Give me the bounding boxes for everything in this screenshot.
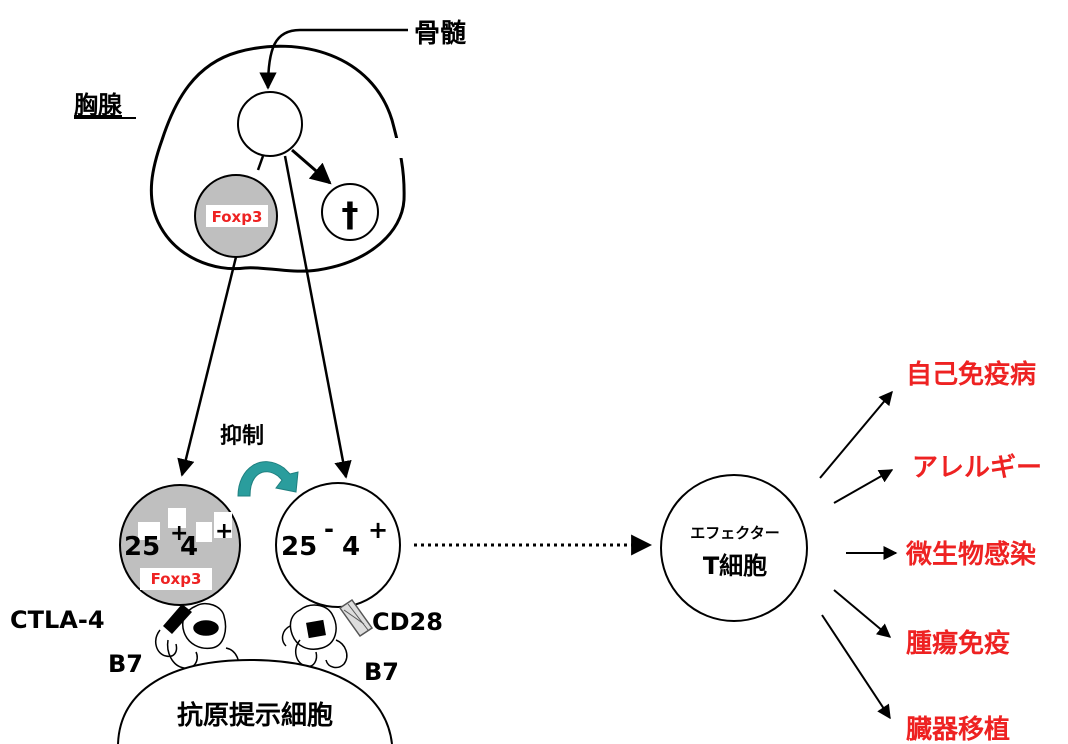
- apoptotic-cell: [321, 183, 379, 241]
- treg-cd4-sign: +: [215, 519, 233, 544]
- dagger-symbol: †: [342, 195, 359, 235]
- effector-label-line1: エフェクター: [690, 524, 779, 542]
- effector-t-cell: [660, 474, 808, 622]
- antigen-presenting-cell: [117, 658, 393, 744]
- suppression-label: 抑制: [220, 424, 264, 449]
- effector-label-line2: T細胞: [703, 552, 767, 580]
- b7-ligand-left: [154, 602, 240, 674]
- thymus-label: 胸腺: [74, 91, 123, 119]
- foxp3-thymus-box: [206, 205, 268, 227]
- foxp3-thymus-label: Foxp3: [212, 208, 263, 226]
- b7-right-label: B7: [364, 658, 399, 686]
- treg-patch: [138, 522, 160, 540]
- apoptosis-arrow: [291, 148, 332, 185]
- treg-cd25: 25: [124, 532, 160, 562]
- ctla4-receptor: [163, 604, 192, 634]
- treg-patch: [214, 512, 232, 538]
- treg-export-arrow: [177, 256, 238, 477]
- conventional-t-cell: [275, 482, 401, 608]
- outcome-label: 臓器移植: [905, 715, 1010, 744]
- outcome-label: 微生物感染: [905, 539, 1036, 570]
- bone-marrow-label: 骨髄: [414, 19, 466, 49]
- foxp3-treg-box: [140, 568, 212, 590]
- tconv-cd4-sign: +: [368, 516, 388, 544]
- tconv-cd25: 25: [281, 532, 317, 562]
- precursor-to-foxp3-line: [256, 155, 265, 171]
- ctla4-label: CTLA-4: [10, 606, 105, 634]
- bone-marrow-arrow: [259, 28, 408, 90]
- outcome-arrow-2: [833, 469, 894, 504]
- outcome-arrow-1: [819, 390, 893, 479]
- tconv-cd25-sign: -: [324, 515, 334, 543]
- precursor-cell: [237, 91, 303, 157]
- cd28-label: CD28: [372, 608, 443, 636]
- b7-ligand-right: [281, 604, 348, 669]
- tconv-export-arrow: [283, 155, 352, 479]
- outcome-arrow-4: [833, 589, 892, 638]
- treg-cd4: 4: [180, 532, 198, 562]
- outcome-label: アレルギー: [912, 453, 1042, 483]
- treg-cd25-sign: +: [170, 521, 188, 546]
- treg-patch: [196, 522, 212, 542]
- outcome-arrow-5: [821, 614, 891, 720]
- foxp3-treg-label: Foxp3: [151, 570, 202, 588]
- thymus-notch: [392, 138, 406, 158]
- treg-patch: [168, 508, 186, 528]
- outcome-label: 自己免疫病: [906, 359, 1036, 390]
- outcome-label: 腫瘍免疫: [906, 628, 1010, 659]
- tconv-cd4: 4: [342, 532, 360, 562]
- thymus-outline: [149, 44, 406, 273]
- suppression-arrow: [237, 461, 299, 497]
- apc-label: 抗原提示細胞: [177, 700, 333, 731]
- b7-left-label: B7: [108, 650, 143, 678]
